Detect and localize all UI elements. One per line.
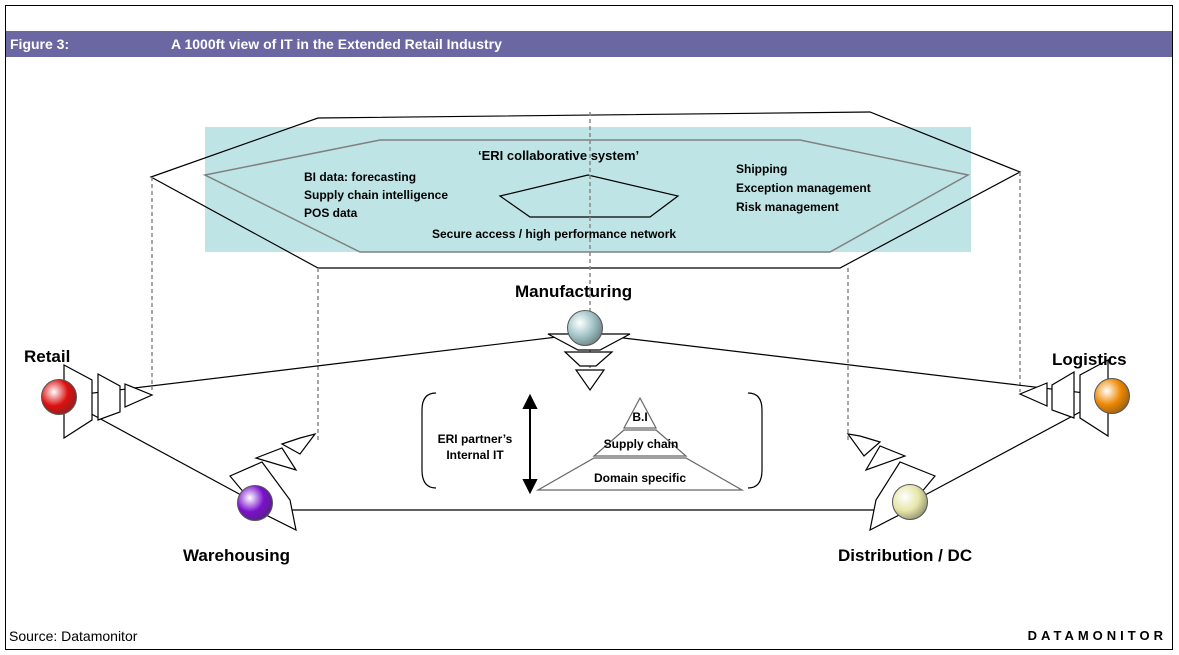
logistics-label: Logistics	[1052, 350, 1127, 369]
collab-left-item: POS data	[304, 206, 358, 220]
center-pentagon	[498, 174, 680, 218]
it-pyramid	[535, 396, 745, 491]
figure-title: A 1000ft view of IT in the Extended Reta…	[171, 36, 502, 52]
collab-right-item: Risk management	[736, 200, 839, 214]
logistics-funnels	[1018, 358, 1109, 438]
retail-node	[41, 379, 77, 415]
internal-it-label-2: Internal IT	[446, 448, 504, 462]
distribution-funnels	[846, 433, 936, 532]
collaborative-system-title: ‘ERI collaborative system’	[478, 148, 640, 163]
pyramid-middle-label: Supply chain	[603, 437, 679, 451]
inner-dashed-hexagon	[202, 139, 971, 253]
brand-logo: DATAMONITOR	[1027, 628, 1167, 643]
logistics-node	[1094, 378, 1130, 414]
distribution-node	[892, 484, 928, 520]
internal-it-label-1: ERI partner’s	[437, 432, 513, 446]
warehousing-label: Warehousing	[183, 546, 291, 565]
warehousing-node	[237, 485, 273, 521]
pyramid-bottom-label: Domain specific	[593, 471, 687, 485]
figure-header: Figure 3: A 1000ft view of IT in the Ext…	[6, 31, 1172, 57]
manufacturing-node	[567, 310, 603, 346]
retail-label: Retail	[24, 347, 71, 366]
vertical-arrow	[522, 393, 538, 495]
figure-number: Figure 3:	[10, 36, 70, 52]
manufacturing-label: Manufacturing	[515, 282, 633, 301]
left-bracket	[421, 392, 437, 489]
collab-left-item: Supply chain intelligence	[304, 188, 449, 202]
right-bracket	[747, 392, 763, 489]
collab-right-item: Shipping	[736, 162, 788, 176]
dashed-connectors	[151, 112, 1021, 440]
network-label: Secure access / high performance network	[432, 227, 677, 241]
collab-left-item: BI data: forecasting	[304, 170, 417, 184]
collab-right-item: Exception management	[736, 181, 871, 195]
figure-frame	[5, 5, 1173, 650]
distribution-label: Distribution / DC	[838, 546, 973, 565]
retail-funnels	[63, 363, 154, 440]
source-note: Source: Datamonitor	[9, 628, 138, 644]
pyramid-top-label: B.I	[632, 410, 648, 424]
